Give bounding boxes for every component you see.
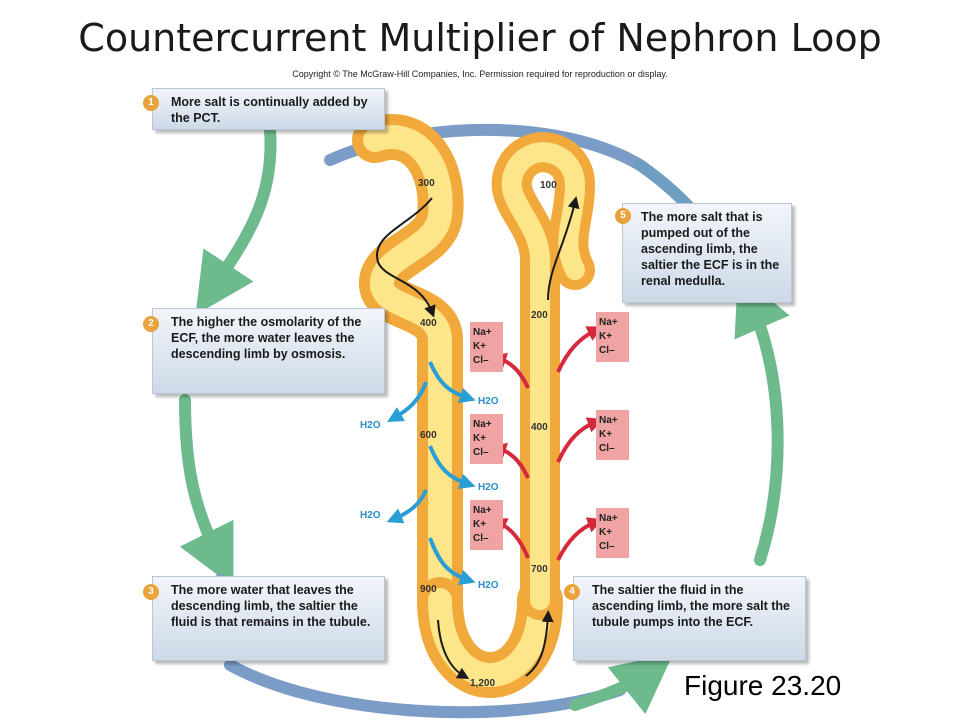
water-arrow-left-2 <box>386 489 428 524</box>
flow-arrow-bottom <box>437 619 470 679</box>
water-label-left-2: H2O <box>360 510 381 521</box>
ion-sodium: Na+ <box>473 419 492 430</box>
cycle-arc-right <box>734 272 790 566</box>
osmolarity-ascending-100: 100 <box>540 180 557 191</box>
ion-sodium: Na+ <box>599 317 618 328</box>
cycle-arc-left <box>179 394 234 587</box>
step-text-5: The more salt that is pumped out of the … <box>641 210 780 288</box>
osmolarity-descending-300: 300 <box>418 178 435 189</box>
ion-potassium: K+ <box>473 341 487 352</box>
ion-box-outer-3: Na+ K+ Cl– <box>596 508 629 558</box>
nephron-tubule <box>352 114 595 698</box>
step-text-4: The saltier the fluid in the ascending l… <box>592 583 790 629</box>
water-label-right-3: H2O <box>478 580 499 591</box>
water-arrow-right-3 <box>428 537 476 586</box>
cycle-arc-bottom-right <box>569 653 674 715</box>
step-note-2: 2 The higher the osmolarity of the ECF, … <box>143 308 385 394</box>
ion-chloride: Cl– <box>473 533 489 544</box>
copyright-notice: Copyright © The McGraw-Hill Companies, I… <box>292 69 668 79</box>
salt-arrow-right-1 <box>556 326 604 373</box>
osmolarity-ascending-200: 200 <box>531 310 548 321</box>
ion-box-inner-1: Na+ K+ Cl– <box>470 322 503 372</box>
ion-sodium: Na+ <box>599 415 618 426</box>
osmolarity-ascending-400: 400 <box>531 422 548 433</box>
osmolarity-ascending-700: 700 <box>531 564 548 575</box>
ion-potassium: K+ <box>473 433 487 444</box>
flow-arrow-ascending-top <box>547 196 580 301</box>
ion-potassium: K+ <box>599 331 613 342</box>
ion-box-inner-2: Na+ K+ Cl– <box>470 414 503 464</box>
step-badge-3: 3 <box>143 584 159 600</box>
step-note-4: 4 The saltier the fluid in the ascending… <box>564 576 806 661</box>
ion-potassium: K+ <box>473 519 487 530</box>
salt-arrow-right-2 <box>556 417 604 463</box>
ion-potassium: K+ <box>599 429 613 440</box>
page-title: Countercurrent Multiplier of Nephron Loo… <box>78 16 882 60</box>
ion-chloride: Cl– <box>473 355 489 366</box>
flow-arrow-ascending-bottom <box>525 610 554 677</box>
ion-chloride: Cl– <box>599 541 615 552</box>
water-arrow-right-1 <box>428 361 476 404</box>
figure-label: Figure 23.20 <box>684 670 842 701</box>
ion-sodium: Na+ <box>473 505 492 516</box>
step-text-1: More salt is continually added by the PC… <box>171 95 368 125</box>
water-arrows <box>386 361 476 586</box>
water-label-right-1: H2O <box>478 396 499 407</box>
flow-arrow-descending <box>375 197 436 318</box>
ion-chloride: Cl– <box>473 447 489 458</box>
ion-chloride: Cl– <box>599 345 615 356</box>
salt-arrow-right-3 <box>556 517 604 561</box>
water-arrow-right-2 <box>428 445 476 490</box>
ion-sodium: Na+ <box>473 327 492 338</box>
step-note-5: 5 The more salt that is pumped out of th… <box>615 203 792 303</box>
water-arrow-left-1 <box>387 381 428 422</box>
osmolarity-descending-400: 400 <box>420 318 437 329</box>
ion-box-outer-2: Na+ K+ Cl– <box>596 410 629 460</box>
ion-sodium: Na+ <box>599 513 618 524</box>
ion-chloride: Cl– <box>599 443 615 454</box>
water-label-right-2: H2O <box>478 482 499 493</box>
ion-box-outer-1: Na+ K+ Cl– <box>596 312 629 362</box>
osmolarity-descending-900: 900 <box>420 584 437 595</box>
step-note-1: 1 More salt is continually added by the … <box>143 88 385 130</box>
water-label-left-1: H2O <box>360 420 381 431</box>
step-badge-1: 1 <box>143 95 159 111</box>
ion-potassium: K+ <box>599 527 613 538</box>
step-badge-4: 4 <box>564 584 580 600</box>
step-note-3: 3 The more water that leaves the descend… <box>143 576 385 661</box>
osmolarity-bottom-1200: 1,200 <box>470 678 496 689</box>
ion-box-inner-3: Na+ K+ Cl– <box>470 500 503 550</box>
cycle-arc-bottom <box>224 659 626 719</box>
step-text-3: The more water that leaves the descendin… <box>171 583 371 629</box>
cycle-arc-top-left <box>195 124 277 316</box>
step-badge-5: 5 <box>615 208 631 224</box>
step-text-2: The higher the osmolarity of the ECF, th… <box>171 315 362 361</box>
step-badge-2: 2 <box>143 316 159 332</box>
osmolarity-descending-600: 600 <box>420 430 437 441</box>
